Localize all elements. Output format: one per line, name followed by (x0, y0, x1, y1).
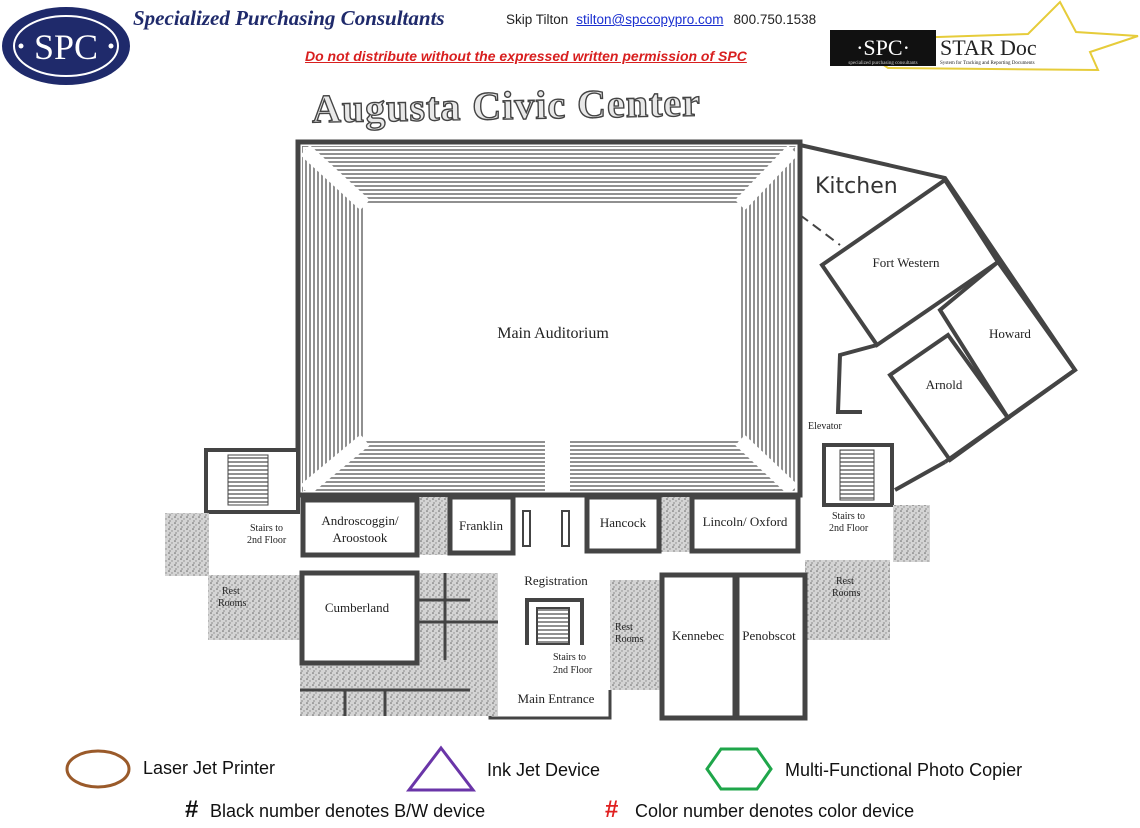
meeting-rooms (299, 494, 808, 721)
room-kitchen: Kitchen (815, 174, 898, 199)
svg-text:STAR Doc: STAR Doc (940, 35, 1037, 60)
room-howard: Howard (989, 326, 1031, 341)
svg-text:specialized purchasing consult: specialized purchasing consultants (848, 61, 917, 66)
svg-text:SPC: SPC (34, 27, 98, 67)
legend-inkjet: Ink Jet Device (487, 760, 601, 780)
svg-text:Aroostook: Aroostook (333, 530, 388, 545)
room-lincoln-oxford: Lincoln/ Oxford (703, 514, 788, 529)
mfp-hexagon-icon (705, 747, 773, 791)
svg-text:Stairs to: Stairs to (250, 523, 283, 534)
svg-text:2nd Floor: 2nd Floor (829, 523, 869, 534)
svg-text:Rooms: Rooms (218, 598, 246, 609)
label-registration: Registration (524, 573, 588, 588)
svg-text:Rest: Rest (615, 622, 633, 633)
room-androscoggin: Androscoggin/ (321, 513, 399, 528)
legend-mfp: Multi-Functional Photo Copier (785, 760, 1023, 780)
service-areas (165, 497, 930, 716)
inkjet-triangle-icon (405, 745, 477, 792)
legend-laser: Laser Jet Printer (143, 758, 276, 778)
room-hancock: Hancock (600, 515, 647, 530)
room-main-auditorium: Main Auditorium (497, 325, 609, 342)
contact-phone: 800.750.1538 (733, 12, 817, 27)
svg-text:Rooms: Rooms (615, 634, 643, 645)
svg-text:·SPC·: ·SPC· (856, 35, 910, 60)
star-doc-logo: ·SPC· specialized purchasing consultants… (830, 0, 1139, 72)
distribution-warning: Do not distribute without the expressed … (305, 48, 747, 64)
svg-text:2nd Floor: 2nd Floor (553, 665, 593, 676)
contact-info: Skip Tilton stilton@spccopypro.com 800.750… (506, 12, 816, 27)
legend-bw: Black number denotes B/W device (210, 801, 486, 821)
svg-text:System for Tracking and Report: System for Tracking and Reporting Docume… (940, 61, 1035, 66)
spc-logo: SPC (2, 7, 130, 85)
hash-color-icon: # (605, 796, 619, 823)
company-name: Specialized Purchasing Consultants (133, 6, 445, 30)
room-arnold: Arnold (926, 377, 963, 392)
bleachers (300, 144, 799, 496)
svg-text:Rest: Rest (222, 586, 240, 597)
legend-color: Color number denotes color device (635, 801, 915, 821)
svg-text:Stairs to: Stairs to (553, 652, 586, 663)
svg-text:Rest: Rest (836, 576, 854, 587)
room-penobscot: Penobscot (742, 628, 796, 643)
svg-text:Rooms: Rooms (832, 588, 860, 599)
hash-black-icon: # (185, 796, 199, 823)
room-fort-western: Fort Western (873, 255, 940, 270)
auditorium-outline (295, 139, 803, 498)
svg-text:Stairs to: Stairs to (832, 511, 865, 522)
contact-email-link[interactable]: stilton@spccopypro.com (576, 12, 724, 27)
room-cumberland: Cumberland (325, 600, 390, 615)
east-wing (799, 143, 1078, 492)
laser-printer-icon (65, 749, 131, 789)
label-main-entrance: Main Entrance (518, 691, 595, 706)
room-franklin: Franklin (459, 518, 504, 533)
room-kennebec: Kennebec (672, 628, 724, 643)
label-elevator: Elevator (808, 421, 843, 432)
contact-name: Skip Tilton (506, 12, 569, 27)
svg-text:2nd Floor: 2nd Floor (247, 535, 287, 546)
floor-plan: Main Auditorium Kitchen Fort Western How… (165, 139, 1078, 721)
